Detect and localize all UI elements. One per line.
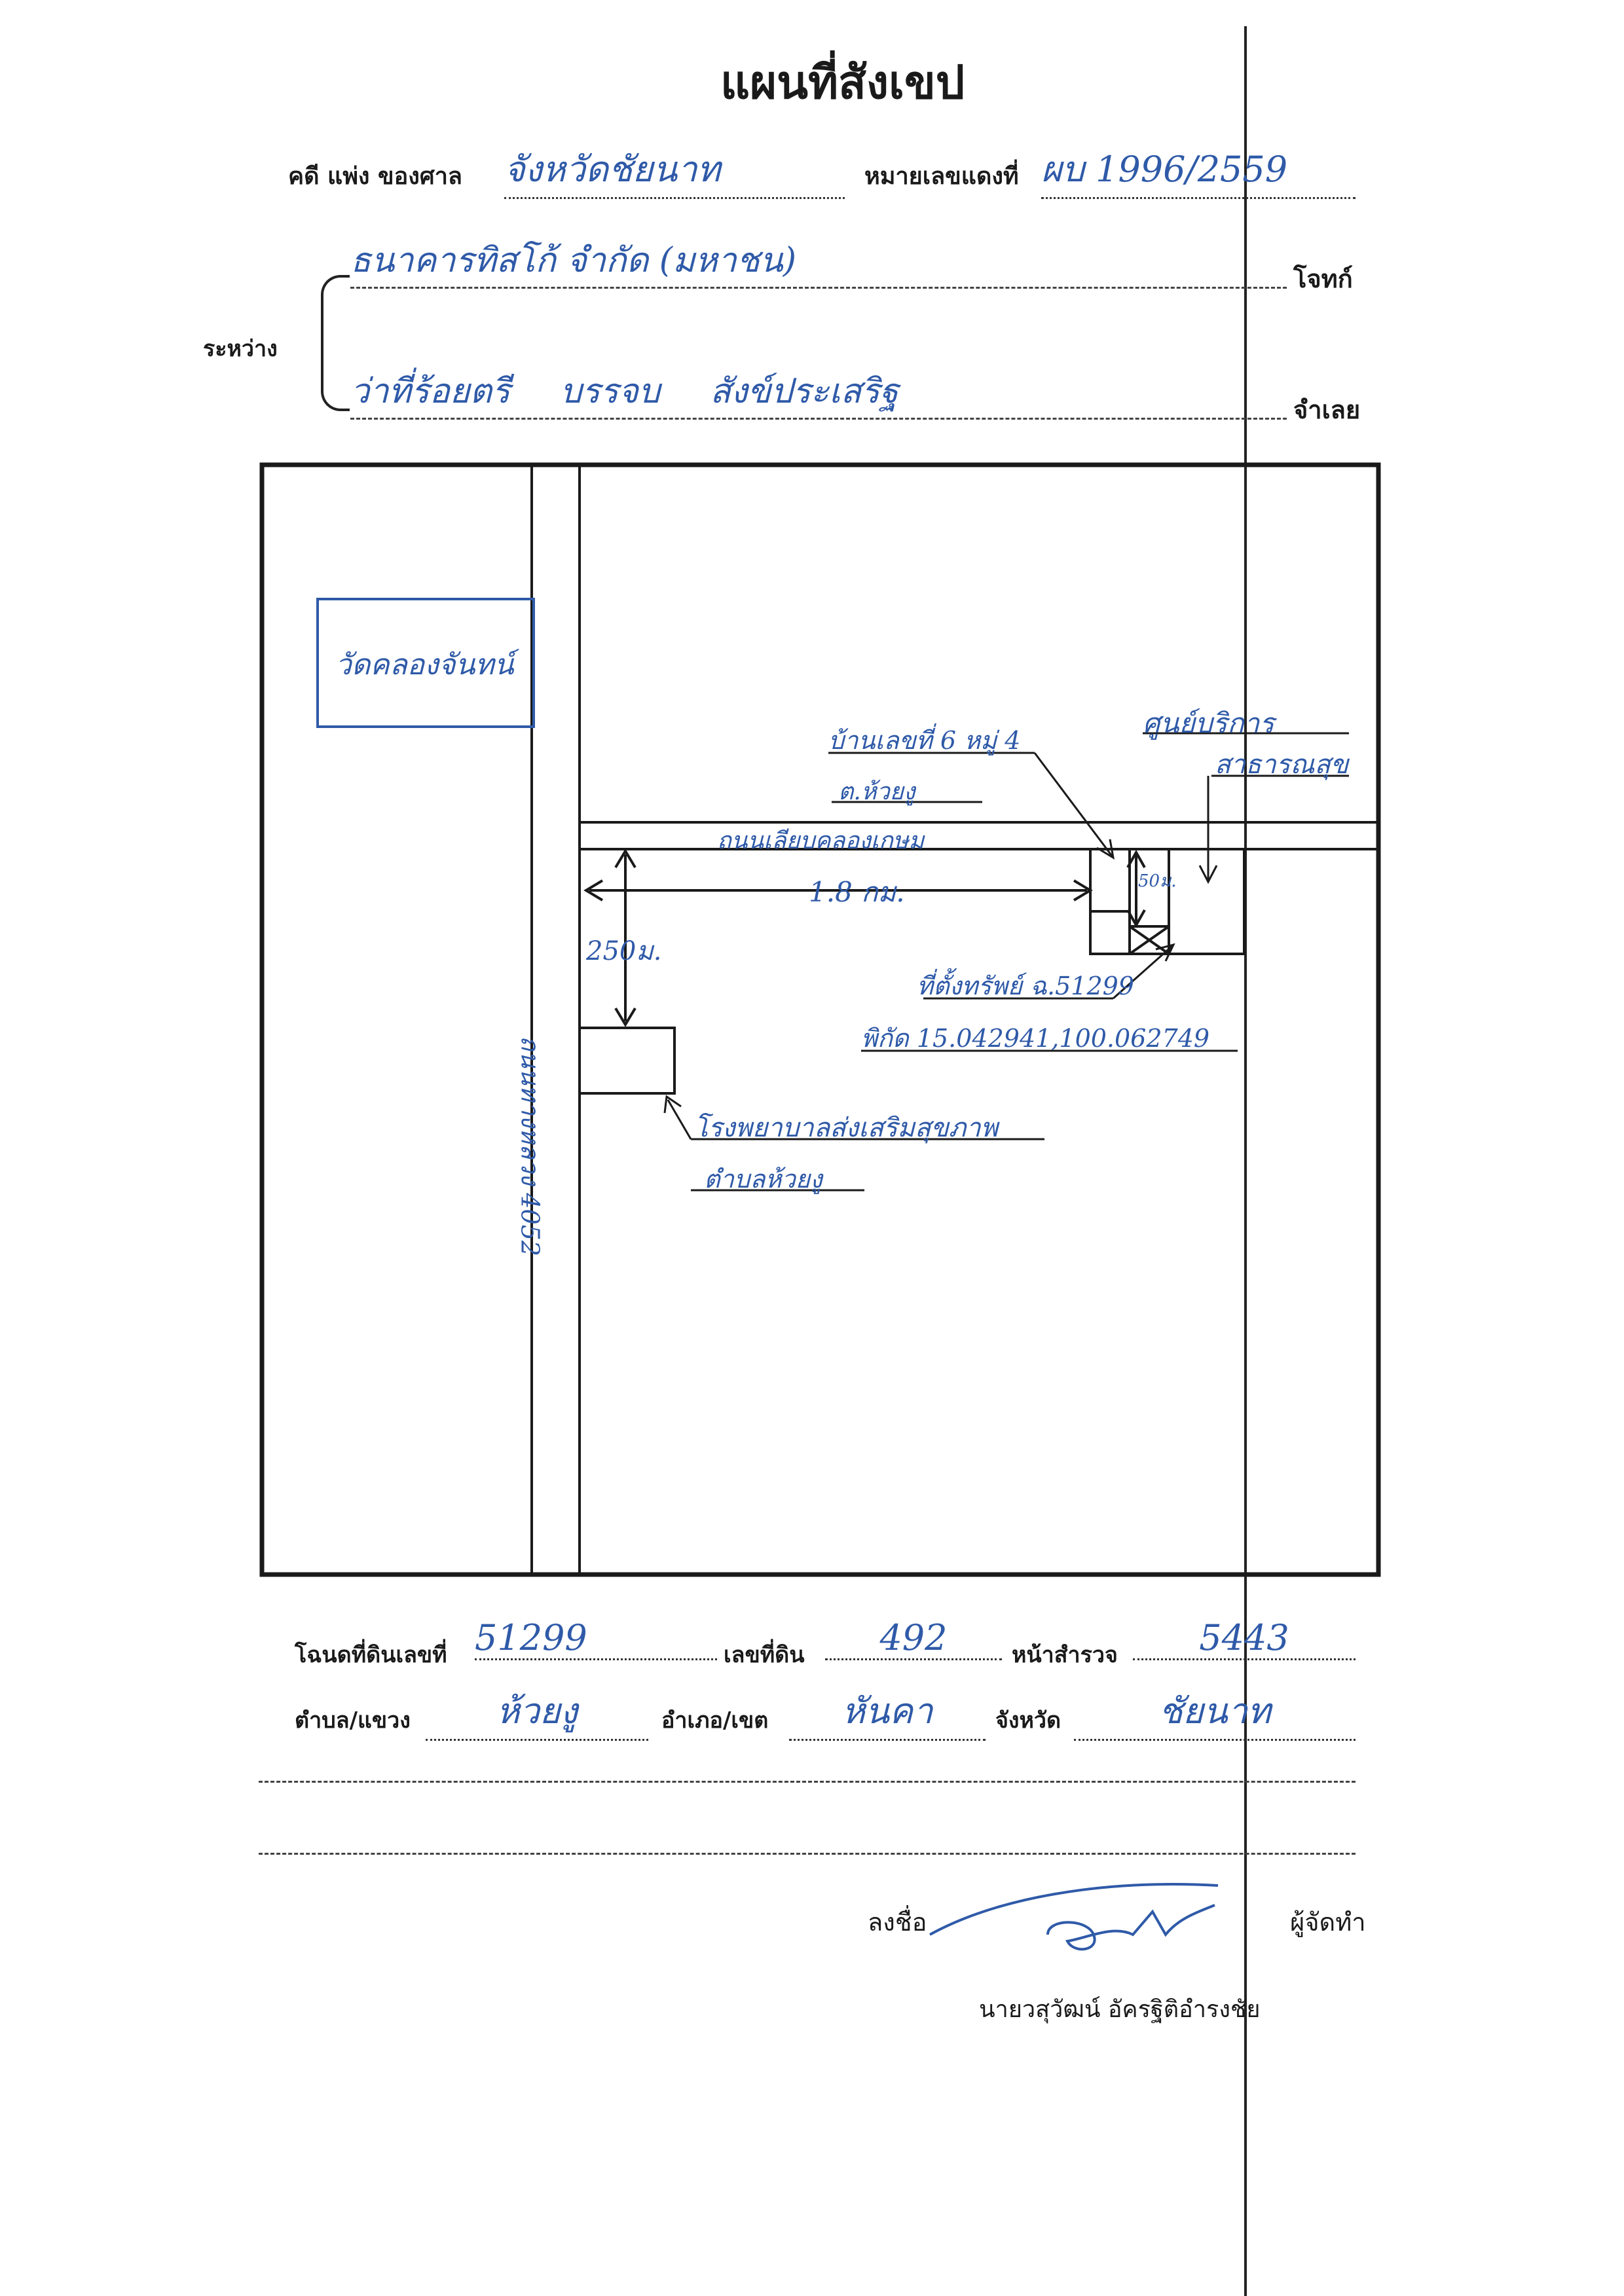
province-field-value: ชัยนาท: [1074, 1683, 1356, 1741]
land-no-label: เลขที่ดิน: [724, 1642, 805, 1668]
subdistrict-field-label: ตำบล/แขวง: [295, 1707, 411, 1734]
page-title: แผนที่สังเขป: [720, 56, 965, 109]
defendant-label: จำเลย: [1293, 395, 1361, 424]
map-no-label: หมายเลขแดงที่: [864, 163, 1019, 190]
hospital-label: โรงพยาบาลส่งเสริมสุขภาพ: [694, 1113, 998, 1143]
hospital-label-2: ตำบลห้วยงู: [704, 1165, 822, 1194]
village-label: บ้านเลขที่ 6 หมู่ 4: [828, 726, 1021, 755]
party-brace: [321, 275, 350, 411]
plaintiff-label: โจทก์: [1293, 264, 1353, 293]
blank-line-1: [259, 1781, 1356, 1783]
district-field-value: หันคา: [789, 1683, 986, 1741]
highway-label: ถนนทางหลวง 4052: [515, 1036, 545, 1256]
distance-km-label: 1.8 กม.: [809, 876, 905, 908]
sign-label: ลงชื่อ: [868, 1908, 927, 1937]
health-center-label-2: สาธารณสุข: [1215, 750, 1349, 780]
district-field-label: อำเภอ/เขต: [661, 1707, 769, 1734]
map-no-value: ผบ 1996/2559: [1041, 141, 1356, 199]
deed-value: 51299: [475, 1617, 717, 1660]
health-center-label: ศูนย์บริการ: [1143, 707, 1274, 739]
coordinates-label: พิกัด 15.042941,100.062749: [861, 1024, 1210, 1053]
signer-name: นายวสุวัฒน์ อัครฐิติอำรงชัย: [979, 1996, 1261, 2023]
distance-250m-label: 250ม.: [586, 936, 662, 966]
signature: [929, 1883, 1219, 1951]
subdistrict-label: ต.ห้วยงู: [838, 778, 915, 805]
case-label: คดี แพ่ง ของศาล: [288, 163, 462, 190]
deed-label: โฉนดที่ดินเลขที่: [295, 1642, 447, 1668]
property-location-label: ที่ตั้งทรัพย์ ฉ.51299: [917, 972, 1134, 1000]
distance-50m-label: 50ม.: [1138, 871, 1177, 891]
blank-line-2: [259, 1853, 1356, 1855]
maker-label: ผู้จัดทำ: [1290, 1908, 1366, 1937]
court-value: จังหวัดชัยนาท: [504, 141, 845, 199]
temple-label: วัดคลองจันทน์: [335, 648, 514, 682]
road-name-label: ถนนเลียบคลองเกษม: [717, 828, 925, 854]
fold-line: [1244, 26, 1247, 2296]
survey-label: หน้าสำรวจ: [1012, 1642, 1118, 1668]
defendant-value: ว่าที่ร้อยตรี บรรจบ สังข์ประเสริฐ: [350, 363, 1287, 420]
between-label: ระหว่าง: [203, 336, 278, 362]
plaintiff-value: ธนาคารทิสโก้ จำกัด (มหาชน): [350, 232, 1287, 289]
province-field-label: จังหวัด: [995, 1707, 1061, 1734]
subdistrict-field-value: ห้วยงู: [426, 1683, 648, 1741]
land-no-value: 492: [825, 1617, 1002, 1660]
survey-value: 5443: [1133, 1617, 1356, 1660]
